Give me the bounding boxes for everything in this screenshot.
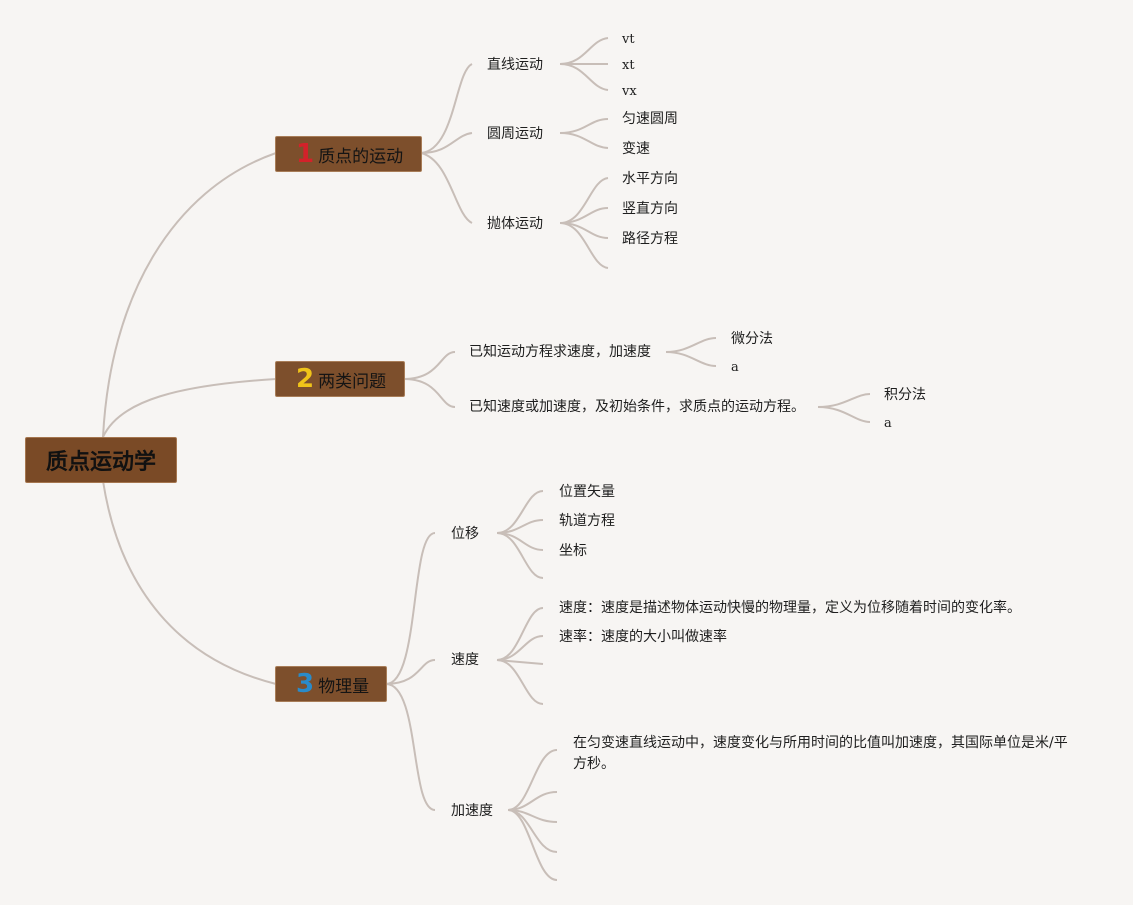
node-velocity[interactable]: 速度 (451, 652, 479, 668)
number-3-icon: 3 (296, 669, 315, 699)
node-find-velocity[interactable]: 已知运动方程求速度，加速度 (469, 344, 651, 360)
node-integration[interactable]: 积分法 (884, 387, 926, 403)
node-uniform-circular[interactable]: 匀速圆周 (622, 111, 678, 127)
node-vx[interactable]: vx (622, 84, 637, 99)
node-coordinate[interactable]: 坐标 (559, 543, 587, 559)
node-linear-motion[interactable]: 直线运动 (487, 57, 543, 73)
node-a-1[interactable]: a (731, 360, 739, 375)
node-differentiation[interactable]: 微分法 (731, 331, 773, 347)
node-acceleration[interactable]: 加速度 (451, 803, 493, 819)
node-circular-motion[interactable]: 圆周运动 (487, 126, 543, 142)
node-a-2[interactable]: a (884, 416, 892, 431)
node-vt[interactable]: vt (622, 32, 635, 47)
node-xt[interactable]: xt (622, 58, 635, 73)
topic-1-label: 质点的运动 (318, 146, 404, 167)
node-displacement[interactable]: 位移 (451, 526, 479, 542)
node-position-vector[interactable]: 位置矢量 (559, 484, 615, 500)
node-speed-definition[interactable]: 速率：速度的大小叫做速率 (559, 629, 727, 645)
root-node[interactable]: 质点运动学 (25, 437, 177, 483)
topic-1-node[interactable]: 1 质点的运动 (275, 136, 422, 172)
topic-3-node[interactable]: 3 物理量 (275, 666, 387, 702)
node-horizontal-direction[interactable]: 水平方向 (622, 171, 678, 187)
node-velocity-definition[interactable]: 速度：速度是描述物体运动快慢的物理量，定义为位移随着时间的变化率。 (559, 600, 1021, 616)
number-1-icon: 1 (296, 139, 315, 169)
node-find-equation[interactable]: 已知速度或加速度，及初始条件，求质点的运动方程。 (469, 399, 805, 415)
node-acceleration-definition[interactable]: 在匀变速直线运动中，速度变化与所用时间的比值叫加速度，其国际单位是米/平方秒。 (573, 735, 1068, 772)
number-2-icon: 2 (296, 364, 315, 394)
node-vertical-direction[interactable]: 竖直方向 (622, 201, 678, 217)
node-variable-speed[interactable]: 变速 (622, 141, 650, 157)
topic-2-node[interactable]: 2 两类问题 (275, 361, 405, 397)
node-path-equation[interactable]: 路径方程 (622, 231, 678, 247)
node-trajectory-equation[interactable]: 轨道方程 (559, 513, 615, 529)
topic-3-label: 物理量 (318, 676, 370, 697)
topic-2-label: 两类问题 (318, 371, 387, 392)
node-projectile-motion[interactable]: 抛体运动 (487, 216, 543, 232)
